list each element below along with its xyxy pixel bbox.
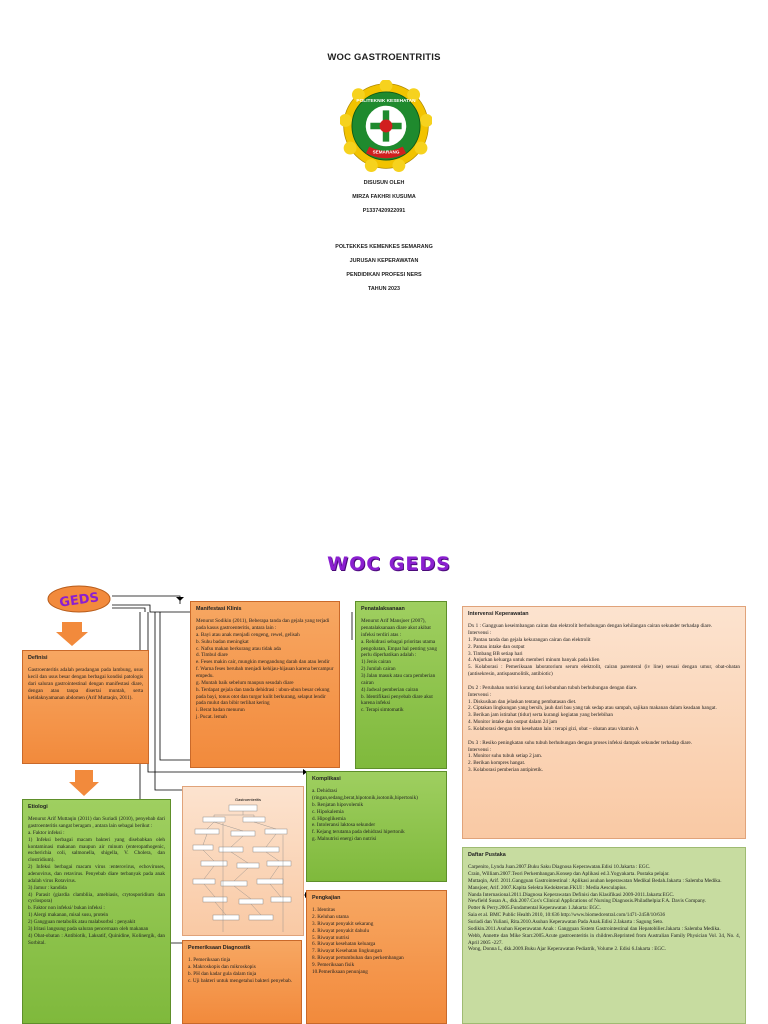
woc-title: WOC GEDS — [327, 553, 451, 575]
komplikasi-heading: Komplikasi — [312, 776, 341, 782]
etiologi-heading: Etiologi — [28, 804, 48, 810]
intervensi-box: Intervensi Keperawatan Dx 1 : Gangguan k… — [462, 606, 746, 839]
komplikasi-text: a. Dehidrasi (ringan,sedang,berat,hipoto… — [312, 788, 418, 843]
penatalaksanaan-heading: Penatalaksanaan — [361, 606, 405, 612]
daftar-pustaka-heading: Daftar Pustaka — [468, 852, 506, 858]
cover-line: DISUSUN OLEH — [363, 180, 405, 186]
pemeriksaan-heading: Pemeriksaan Diagnostik — [188, 945, 251, 951]
manifestasi-heading: Manifestasi Klinis — [196, 606, 242, 612]
daftar-pustaka-text: Carpenito, Lynda Juan.2007.Buku Saku Dia… — [468, 864, 740, 953]
cover-line: JURUSAN KEPERAWATAN — [349, 258, 419, 264]
pengkajian-text: 1. Identitas 2. Keluhan utama 3. Riwayat… — [312, 907, 404, 975]
pemeriksaan-text: 1. Pemeriksaan tinja a. Makroskopis dan … — [188, 957, 293, 984]
cover-title: WOC GASTROENTRITIS — [327, 52, 441, 63]
cover-line: MIRZA FAKHRI KUSUMA — [352, 194, 416, 200]
pathway-svg: Gastroenteritis — [192, 797, 292, 932]
cover-line: POLTEKKES KEMENKES SEMARANG — [335, 244, 433, 250]
definisi-box: Definisi Gastroenteritis adalah peradang… — [22, 650, 149, 764]
cover-line: P1337420922091 — [362, 208, 406, 214]
definisi-text: Gastroenteritis adalah peradangan pada l… — [28, 667, 143, 701]
pathway-diagram: Gastroenteritis — [182, 786, 304, 936]
definisi-heading: Definisi — [28, 655, 48, 661]
cover-line: PENDIDIKAN PROFESI NERS — [346, 272, 422, 278]
etiologi-box: Etiologi Menurut Arif Muttaqin (2011) da… — [22, 799, 171, 1024]
logo-bottom-text: SEMARANG — [373, 150, 400, 155]
intervensi-text: Dx 1 : Gangguan keseimbangan cairan dan … — [468, 623, 740, 774]
cover-info: DISUSUN OLEH MIRZA FAKHRI KUSUMA P133742… — [0, 180, 768, 301]
logo-top-text: POLITEKNIK KESEHATAN — [356, 98, 416, 104]
komplikasi-box: Komplikasi a. Dehidrasi (ringan,sedang,b… — [306, 771, 447, 882]
manifestasi-text: Menurut Sodikin (2011), Beberapa tanda d… — [196, 618, 334, 721]
polkesmar-logo: SEMARANG POLITEKNIK KESEHATAN — [340, 80, 432, 172]
cover-line: TAHUN 2023 — [368, 286, 400, 292]
geds-badge-text: GEDS — [58, 590, 99, 610]
intervensi-heading: Intervensi Keperawatan — [468, 611, 529, 617]
pemeriksaan-box: Pemeriksaan Diagnostik 1. Pemeriksaan ti… — [182, 940, 302, 1024]
manifestasi-box: Manifestasi Klinis Menurut Sodikin (2011… — [190, 601, 340, 768]
pengkajian-box: Pengkajian 1. Identitas 2. Keluhan utama… — [306, 890, 447, 1024]
pengkajian-heading: Pengkajian — [312, 895, 341, 901]
pathway-label: Gastroenteritis — [235, 797, 261, 802]
penatalaksanaan-text: Menurut Arif Mansjoer (2007), penatalaks… — [361, 618, 437, 714]
etiologi-text: Menurut Arif Muttaqin (2011) dan Suriadi… — [28, 816, 165, 946]
penatalaksanaan-box: Penatalaksanaan Menurut Arif Mansjoer (2… — [355, 601, 447, 769]
geds-badge: GEDS — [47, 585, 111, 613]
daftar-pustaka-box: Daftar Pustaka Carpenito, Lynda Juan.200… — [462, 847, 746, 1024]
